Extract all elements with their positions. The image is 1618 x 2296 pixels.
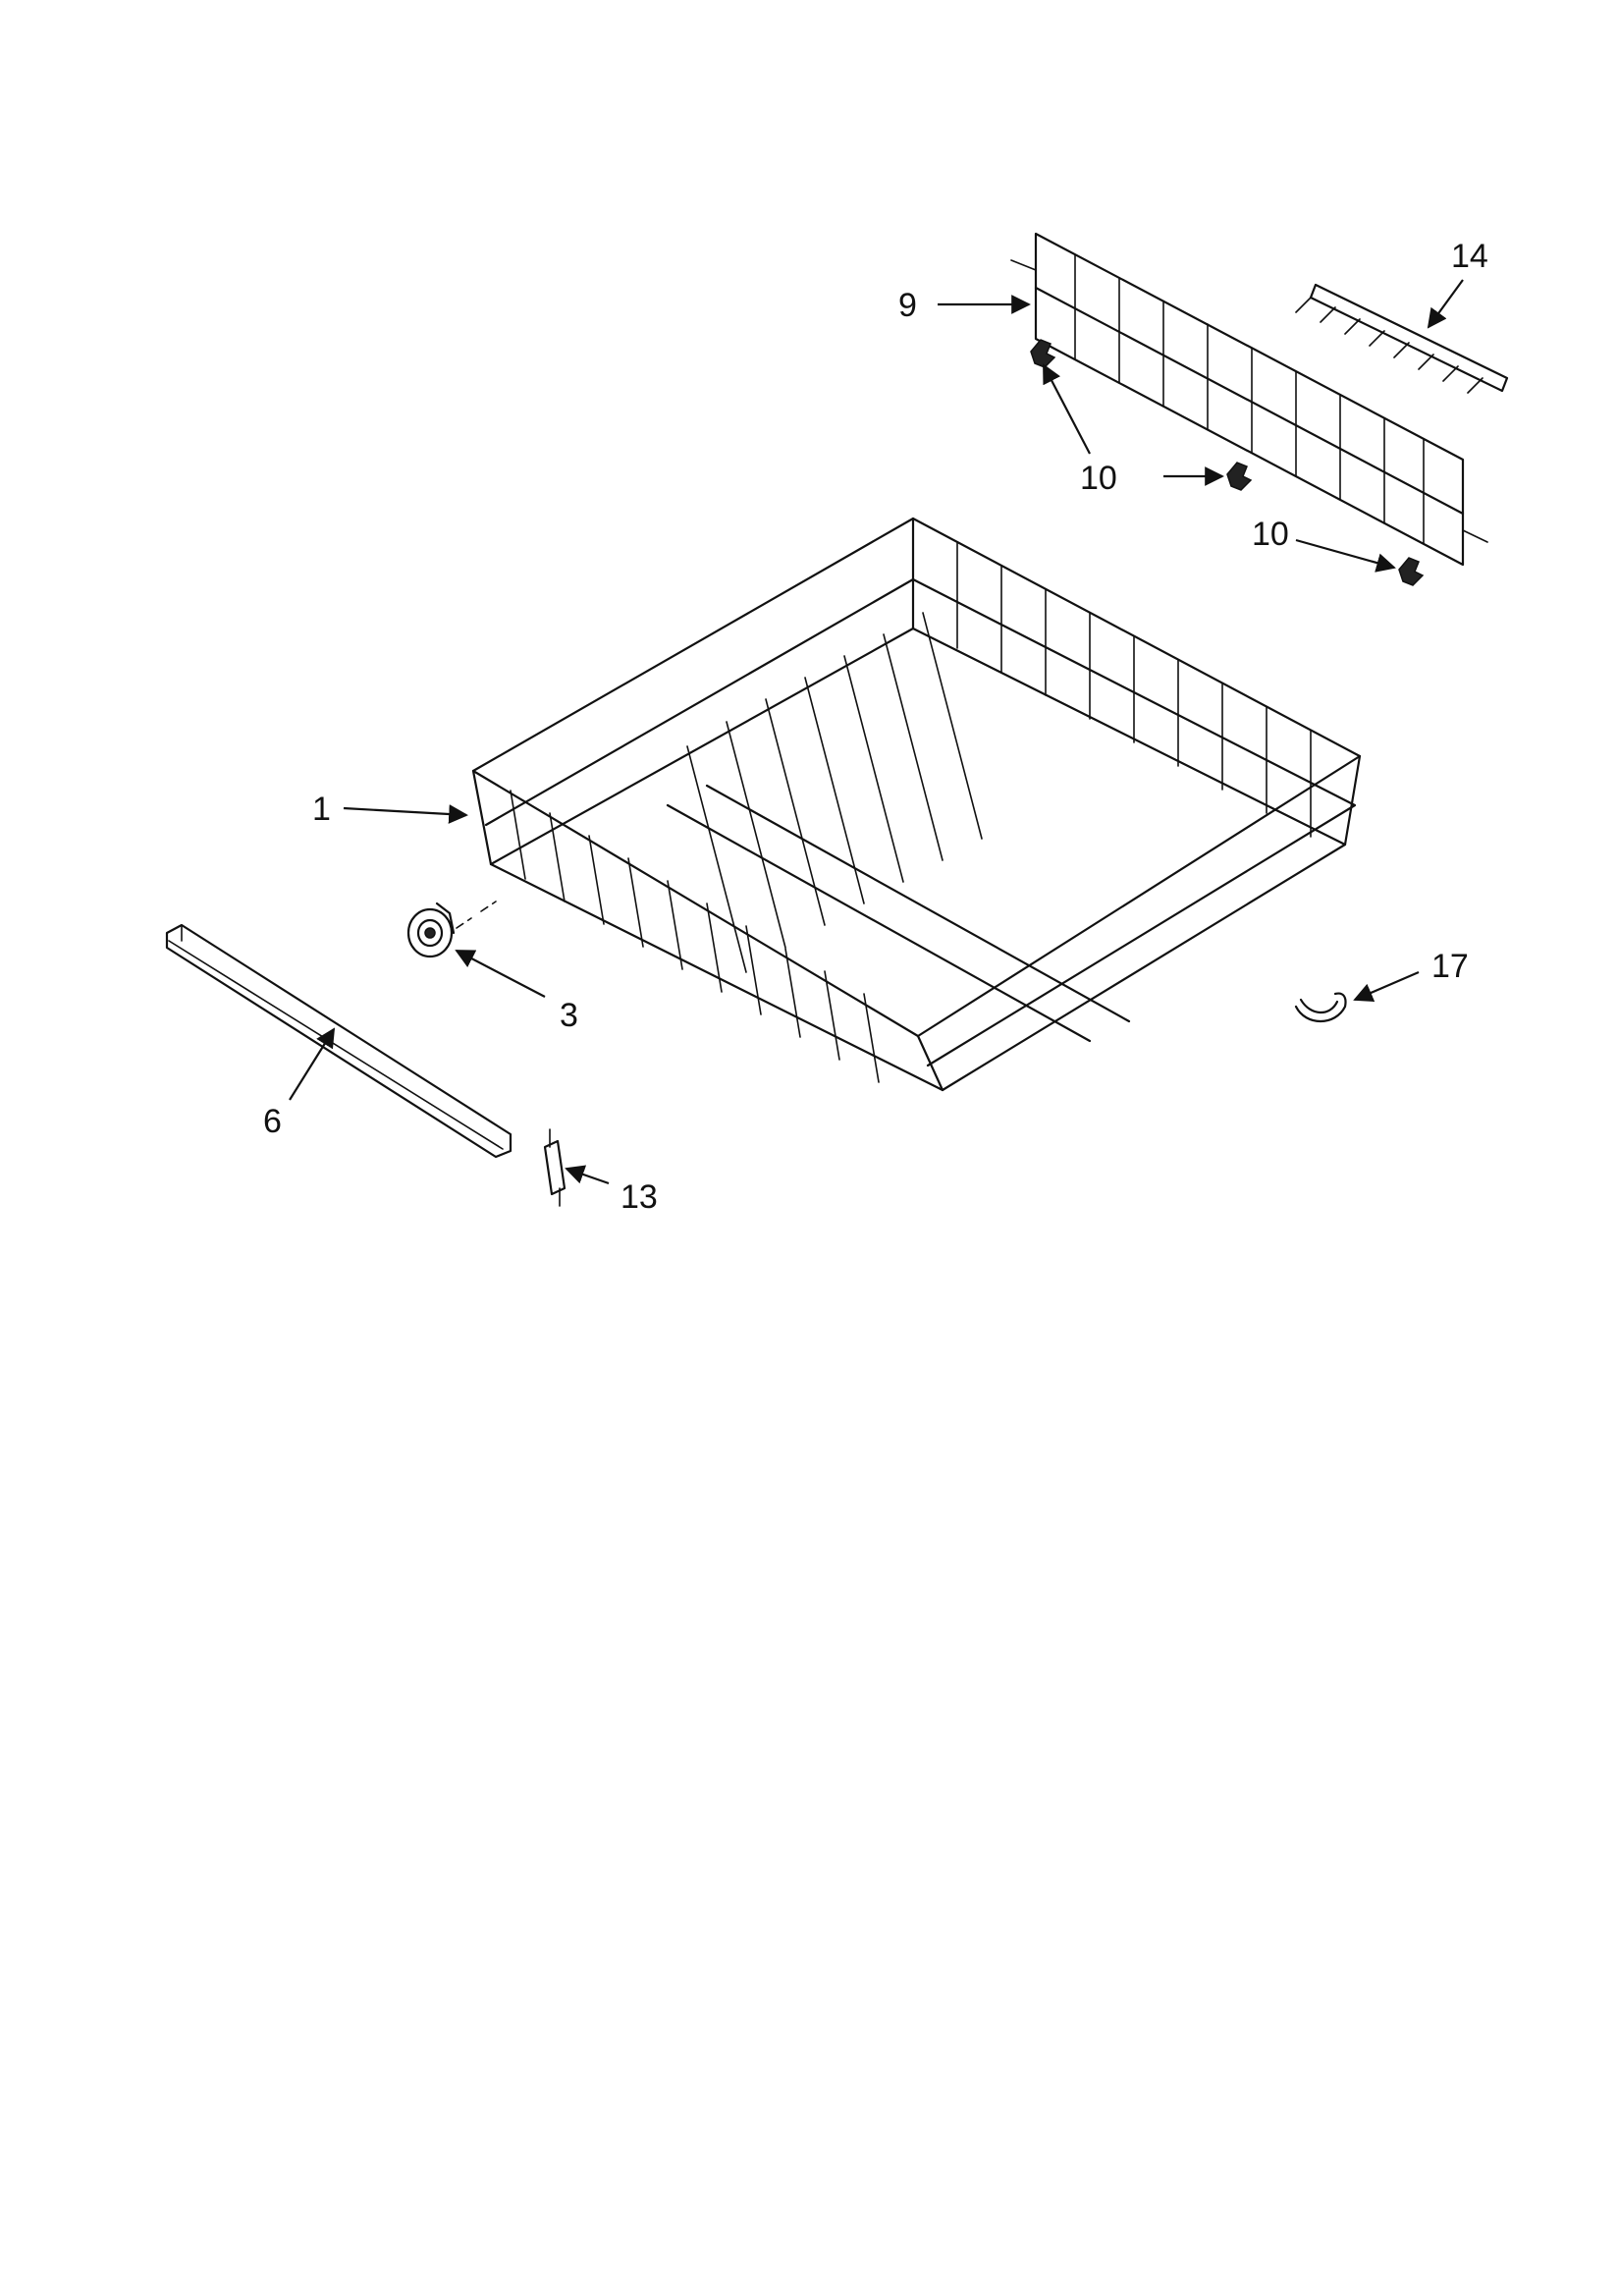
- callout-17: 17: [1431, 948, 1469, 985]
- callout-10-b: 10: [1252, 516, 1289, 553]
- callout-9: 9: [898, 287, 917, 324]
- leader-1: [343, 804, 468, 824]
- clip-part-10-a: [1030, 339, 1056, 368]
- callout-6: 6: [263, 1103, 282, 1140]
- callout-13: 13: [620, 1178, 658, 1216]
- wheel-part-3: [406, 901, 497, 958]
- leader-lines: [289, 279, 1464, 1185]
- callout-14: 14: [1451, 238, 1488, 275]
- tine-strip-part-14: [1295, 283, 1509, 394]
- dishrack-part-1: [471, 517, 1362, 1092]
- leader-10a: [1043, 363, 1091, 455]
- hook-part-17: [1294, 992, 1347, 1022]
- leader-17: [1353, 970, 1420, 1003]
- stop-part-13: [543, 1128, 566, 1207]
- clip-part-10-b: [1226, 462, 1253, 491]
- clip-part-10-c: [1398, 557, 1425, 586]
- callout-10-a: 10: [1080, 460, 1117, 497]
- shelf-panel-part-9: [1010, 232, 1488, 567]
- leader-3: [455, 950, 546, 998]
- callout-3: 3: [560, 997, 578, 1034]
- callout-1: 1: [312, 791, 331, 828]
- leader-10c: [1295, 538, 1396, 573]
- leader-14: [1427, 279, 1464, 329]
- leader-6: [289, 1027, 336, 1101]
- callout-labels: 9 14 10 10 1 3 6 13 17: [263, 238, 1488, 1216]
- rail-part-6: [165, 923, 512, 1159]
- leader-13: [565, 1165, 610, 1185]
